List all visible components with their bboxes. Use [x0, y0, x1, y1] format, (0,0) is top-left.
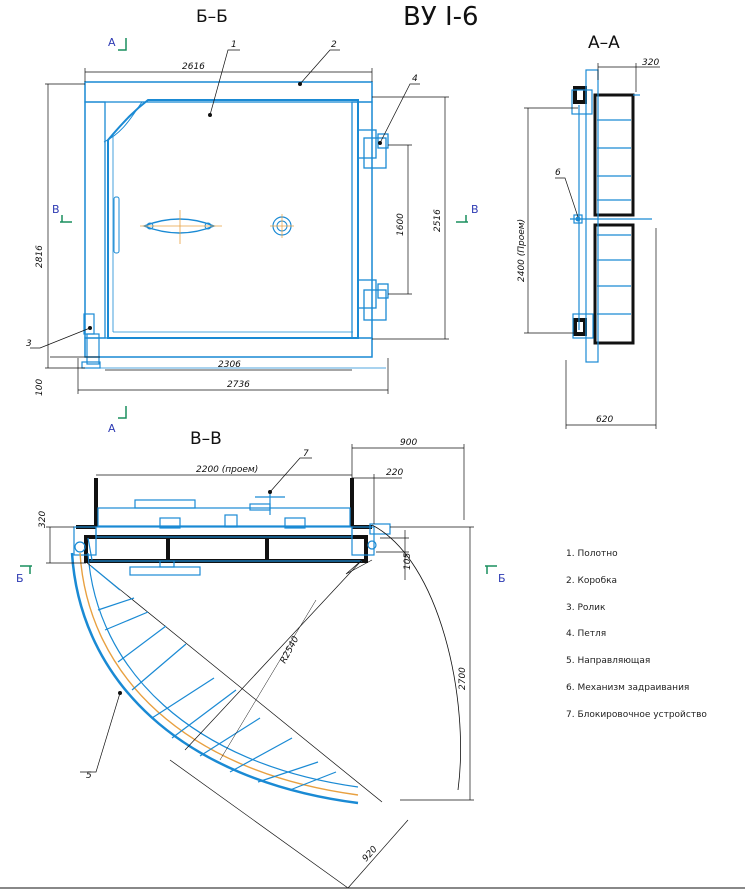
- callout-7: 7: [303, 449, 309, 459]
- section-marker-b-right: Б: [485, 565, 506, 585]
- view-title-aa: А–А: [588, 33, 620, 53]
- section-marker-v-left: В: [52, 203, 72, 223]
- svg-text:В: В: [52, 203, 60, 216]
- view-title-vv: В–В: [190, 429, 222, 449]
- callout-5: 5: [86, 771, 92, 781]
- section-marker-v-right: В: [456, 203, 479, 223]
- dim-2736: 2736: [227, 380, 250, 390]
- svg-text:А: А: [108, 36, 116, 49]
- dim-vv-105: 105: [403, 553, 413, 570]
- dim-100: 100: [35, 379, 45, 396]
- dim-2616: 2616: [182, 62, 205, 72]
- dim-2816: 2816: [35, 245, 45, 268]
- legend-item-7: 7. Блокировочное устройство: [566, 709, 707, 720]
- callout-2: 2: [331, 40, 337, 50]
- dim-aa-620: 620: [596, 415, 613, 425]
- svg-text:В: В: [471, 203, 479, 216]
- view-title-bb: Б–Б: [196, 7, 228, 27]
- dim-2516: 2516: [433, 209, 443, 232]
- dim-vv-2700: 2700: [458, 667, 468, 690]
- legend-item-2: 2. Коробка: [566, 575, 618, 586]
- callouts-bb: 1 2 4 3: [26, 40, 420, 349]
- dim-vv-920: 920: [361, 844, 380, 864]
- dim-vv-320: 320: [38, 511, 48, 528]
- legend-item-3: 3. Ролик: [566, 602, 606, 613]
- dimensions-vv: 2200 (проем) 900 220 320 105 2700 R2540 …: [38, 438, 474, 889]
- dim-vv-900: 900: [400, 438, 417, 448]
- legend: 1. Полотно 2. Коробка 3. Ролик 4. Петля …: [566, 547, 707, 735]
- dimensions-bb: 2616 2816 1600 2516 2306 2736 100: [35, 62, 449, 396]
- dim-vv-2200: 2200 (проем): [196, 465, 258, 475]
- legend-item-1: 1. Полотно: [566, 549, 618, 559]
- drawing-title: ВУ I-6: [403, 2, 479, 32]
- callout-4: 4: [412, 74, 418, 84]
- svg-text:А: А: [108, 422, 116, 435]
- callout-6: 6: [555, 168, 561, 178]
- dim-1600: 1600: [396, 213, 406, 236]
- section-marker-b-left: Б: [16, 565, 32, 585]
- legend-item-5: 5. Направляющая: [566, 656, 651, 667]
- view-aa: [570, 69, 652, 363]
- dim-vv-r2540: R2540: [279, 635, 302, 666]
- legend-item-4: 4. Петля: [566, 629, 607, 640]
- dim-aa-2400: 2400 (Проем): [517, 219, 527, 282]
- view-bb: [81, 81, 389, 369]
- view-vv: [70, 478, 461, 805]
- section-marker-a-top: А: [108, 36, 127, 51]
- svg-text:Б: Б: [16, 572, 24, 585]
- section-marker-a-bottom: А: [108, 406, 127, 435]
- legend-item-6: 6. Механизм задраивания: [566, 682, 690, 693]
- dim-aa-320: 320: [642, 58, 659, 68]
- dimensions-aa: 320 2400 (Проем) 620 6: [517, 58, 660, 429]
- svg-text:Б: Б: [498, 572, 506, 585]
- dim-vv-220: 220: [386, 468, 403, 478]
- callout-1: 1: [231, 40, 237, 50]
- callout-3: 3: [26, 339, 32, 349]
- dim-2306: 2306: [218, 360, 241, 370]
